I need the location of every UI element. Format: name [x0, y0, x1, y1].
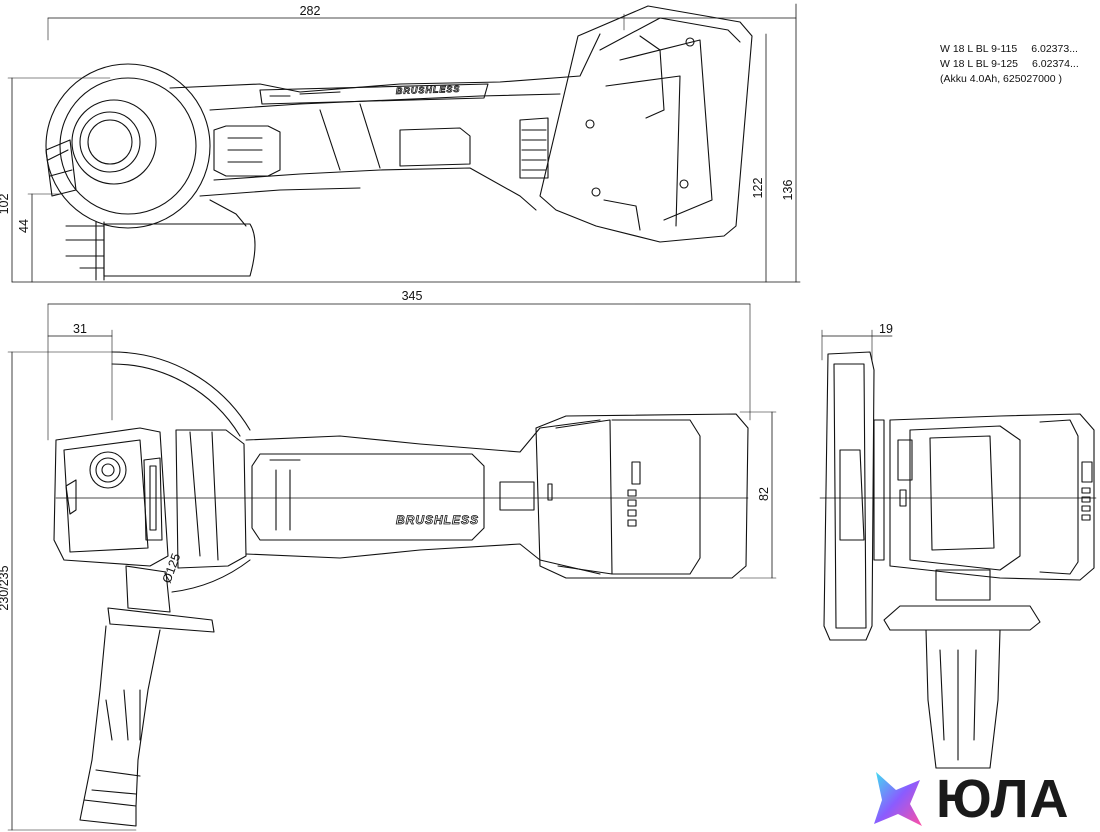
brushless-text-top: BRUSHLESS: [396, 513, 479, 527]
dim-136: 136: [781, 180, 795, 201]
dim-31: 31: [73, 322, 87, 336]
spec-line-1-model: W 18 L BL 9-115: [940, 43, 1018, 55]
dim-44: 44: [17, 219, 31, 233]
spec-line-2-code: 6.02374...: [1032, 58, 1079, 70]
dim-82: 82: [757, 487, 771, 501]
spec-line-1: W 18 L BL 9-115 6.02373...: [940, 42, 1079, 57]
dim-282: 282: [300, 4, 321, 18]
spec-line-2-model: W 18 L BL 9-125: [940, 58, 1019, 70]
dim-122: 122: [751, 178, 765, 199]
dim-19: 19: [879, 322, 893, 336]
yula-watermark: ЮЛА: [866, 768, 1098, 830]
model-spec-block: W 18 L BL 9-115 6.02373... W 18 L BL 9-12…: [940, 42, 1079, 87]
yula-logo-icon: [874, 772, 922, 826]
dimension-labels: 282 102 44 122 136 345 31 82 19 230/235: [0, 4, 893, 611]
dim-230-235: 230/235: [0, 565, 11, 610]
spec-line-3: (Akku 4.0Ah, 625027000 ): [940, 73, 1063, 85]
dim-102: 102: [0, 194, 11, 215]
front-view-grinder: [819, 329, 1097, 769]
top-view-grinder: [7, 303, 777, 831]
brushless-text-side: BRUSHLESS: [396, 84, 461, 96]
dim-345: 345: [402, 289, 423, 303]
spec-line-1-code: 6.02373...: [1031, 43, 1078, 55]
yula-logo-text: ЮЛА: [936, 769, 1070, 829]
spec-line-2: W 18 L BL 9-125 6.02374...: [940, 57, 1079, 72]
side-view-grinder: [7, 3, 801, 283]
